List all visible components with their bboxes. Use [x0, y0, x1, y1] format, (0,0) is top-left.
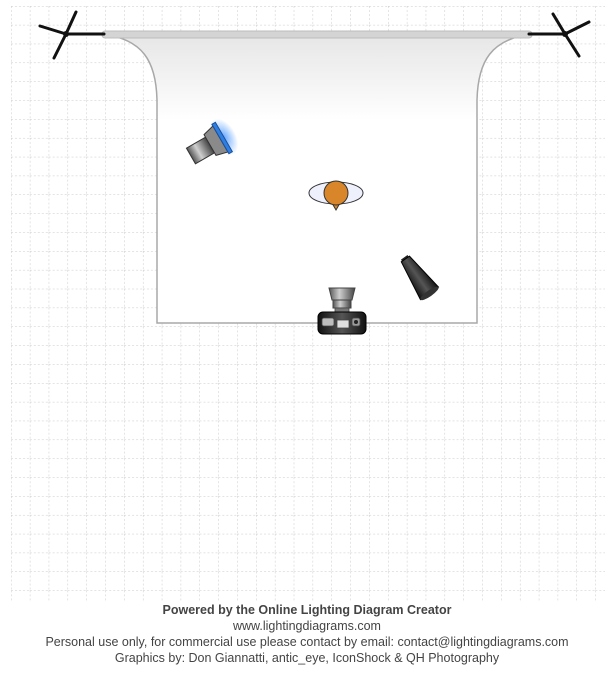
stand-icon[interactable] — [527, 12, 591, 58]
white-backdrop[interactable] — [101, 30, 533, 324]
lighting-diagram — [11, 6, 605, 602]
snoot-icon[interactable] — [395, 251, 440, 302]
footer-credits: Graphics by: Don Giannatti, antic_eye, I… — [114, 651, 500, 665]
strobe-icon[interactable] — [181, 114, 244, 174]
camera-icon[interactable] — [317, 287, 367, 335]
footer: Powered by the Online Lighting Diagram C… — [0, 602, 614, 666]
footer-powered-by: Powered by the Online Lighting Diagram C… — [162, 603, 452, 617]
footer-website[interactable]: www.lightingdiagrams.com — [233, 619, 381, 633]
stand-icon[interactable] — [38, 10, 106, 60]
footer-license-note: Personal use only, for commercial use pl… — [45, 635, 569, 649]
subject-icon[interactable] — [308, 180, 364, 212]
